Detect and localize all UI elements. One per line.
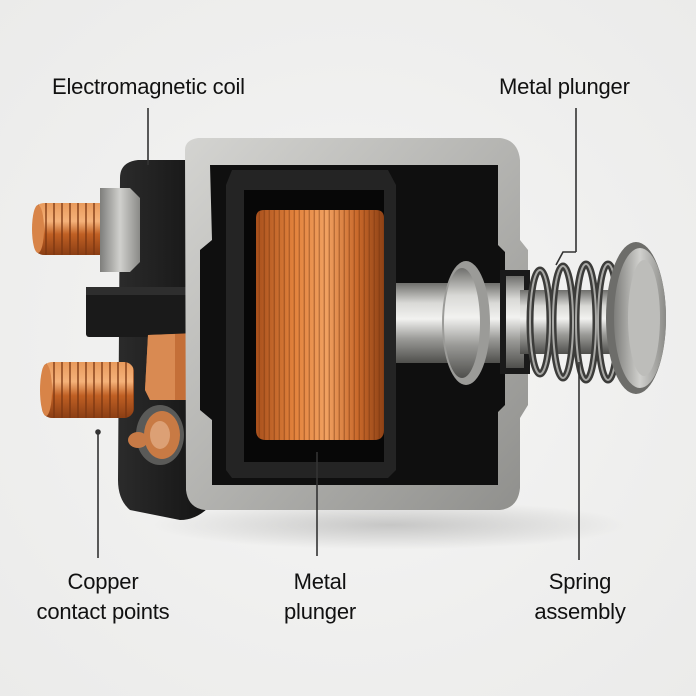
label-text-line1: Copper bbox=[67, 569, 139, 594]
label-text-line1: Metal bbox=[293, 569, 347, 594]
label-text-line2: assembly bbox=[534, 599, 626, 624]
label-metal-plunger-top: Metal plunger bbox=[499, 72, 630, 102]
label-text-line1: Spring bbox=[548, 569, 612, 594]
label-spring-assembly: Spring assembly bbox=[520, 567, 640, 627]
label-text: Electromagnetic coil bbox=[52, 74, 245, 99]
plunger-end-cap bbox=[606, 242, 666, 394]
label-text-line2: plunger bbox=[284, 599, 356, 624]
label-text-line2: contact points bbox=[36, 599, 170, 624]
steel-hex-nut bbox=[100, 188, 140, 272]
label-electromagnetic-coil: Electromagnetic coil bbox=[52, 72, 245, 102]
lower-copper-terminal bbox=[40, 362, 134, 418]
mounting-tab bbox=[86, 287, 196, 337]
label-text: Metal plunger bbox=[499, 74, 630, 99]
copper-washer-contact bbox=[128, 405, 184, 465]
label-metal-plunger-bottom: Metal plunger bbox=[270, 567, 370, 627]
electromagnetic-coil-windings bbox=[256, 210, 384, 440]
leader-lines bbox=[95, 108, 580, 560]
upper-copper-terminal bbox=[32, 188, 140, 272]
label-copper-contact-points: Copper contact points bbox=[28, 567, 178, 627]
